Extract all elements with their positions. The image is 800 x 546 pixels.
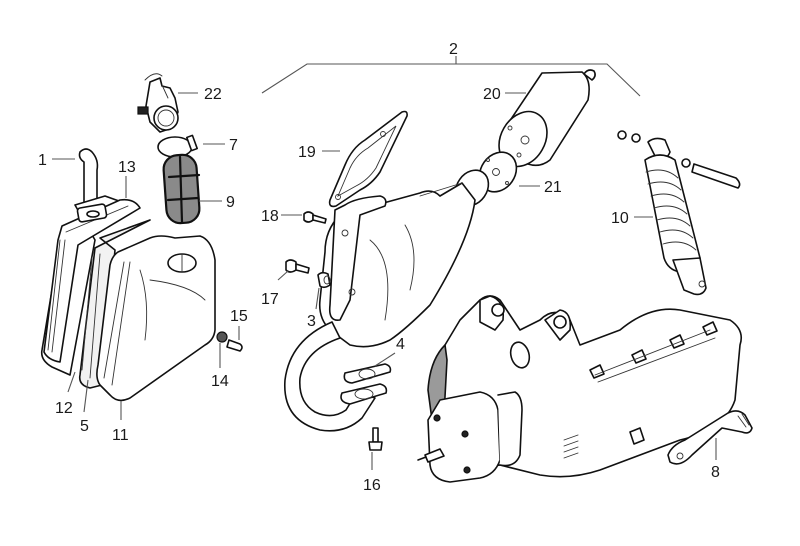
part-rear-shock[interactable] xyxy=(617,130,741,296)
part-bolt-18[interactable] xyxy=(303,211,327,224)
callout-16: 16 xyxy=(363,477,381,494)
callout-18: 18 xyxy=(261,208,279,225)
part-airbox-cover[interactable] xyxy=(96,235,216,402)
part-stud-bolt[interactable] xyxy=(368,427,383,451)
group-bracket xyxy=(261,56,641,97)
part-screw[interactable] xyxy=(226,339,243,352)
callout-5: 5 xyxy=(80,418,89,435)
part-heat-shield[interactable] xyxy=(328,110,408,208)
part-intake-sleeve[interactable] xyxy=(162,153,201,225)
part-exhaust-gaskets[interactable] xyxy=(340,363,392,405)
callout-15: 15 xyxy=(230,308,248,325)
part-silencer-can[interactable] xyxy=(489,69,596,175)
part-spacer[interactable] xyxy=(317,271,331,289)
callout-11: 11 xyxy=(112,427,129,444)
part-filter-element[interactable] xyxy=(78,219,151,389)
part-engine[interactable] xyxy=(417,295,743,483)
callout-13: 13 xyxy=(118,159,136,176)
callout-labels: 2 1 13 22 7 9 12 5 11 15 14 19 20 21 18 … xyxy=(38,41,720,494)
callout-22: 22 xyxy=(204,86,222,103)
callout-21: 21 xyxy=(544,179,562,196)
callout-10: 10 xyxy=(611,210,629,227)
part-airbox-housing[interactable] xyxy=(40,195,141,376)
callout-19: 19 xyxy=(298,144,316,161)
callout-3: 3 xyxy=(307,313,316,330)
callout-20: 20 xyxy=(483,86,501,103)
callout-9: 9 xyxy=(226,194,235,211)
callout-14: 14 xyxy=(211,373,229,390)
callout-1: 1 xyxy=(38,152,47,169)
part-nut[interactable] xyxy=(216,331,228,343)
part-bolt-17[interactable] xyxy=(285,259,310,274)
callout-2: 2 xyxy=(449,41,458,58)
callout-12: 12 xyxy=(55,400,73,417)
callout-7: 7 xyxy=(229,137,238,154)
leader-lines xyxy=(52,92,717,470)
callout-17: 17 xyxy=(261,291,279,308)
callout-4: 4 xyxy=(396,336,405,353)
part-carburetor[interactable] xyxy=(137,73,179,133)
part-kickstart-lever[interactable] xyxy=(667,410,753,465)
callout-8: 8 xyxy=(711,464,720,481)
part-hose-clamp[interactable] xyxy=(157,134,199,158)
